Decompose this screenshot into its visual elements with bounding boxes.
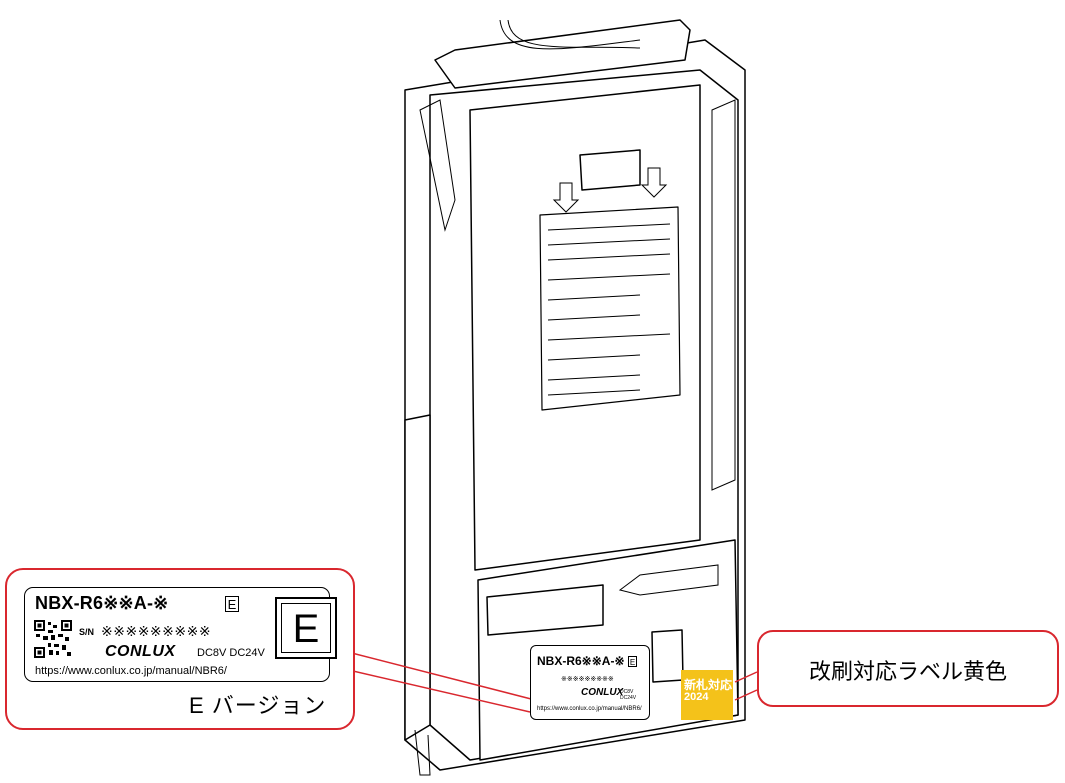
yellow-sticker-line2: 2024 [684,691,709,703]
label-sn-value: ※※※※※※※※※ [101,623,212,639]
qr-code-icon [34,620,72,658]
device-label-url: https://www.conlux.co.jp/manual/NBR6/ [537,706,642,712]
enlarged-e-mark-text: E [281,603,331,653]
device-label-voltage: DC8V DC24V [620,689,637,701]
label-voltage: DC8V DC24V [197,647,265,659]
label-model-number: NBX-R6※※A-※ [35,593,169,613]
device-label-model: NBX-R6※※A-※ [537,654,625,668]
device-model-label: NBX-R6※※A-※ E ※※※※※※※※※ CONLUX DC8V DC24… [530,645,650,720]
e-version-callout: NBX-R6※※A-※ E S/N ※※※※※※※※※ CONLUX DC8V … [5,568,355,730]
enlarged-model-label: NBX-R6※※A-※ E S/N ※※※※※※※※※ CONLUX DC8V … [24,587,330,682]
label-e-mark: E [225,596,239,612]
yellow-label-callout: 改刷対応ラベル黄色 [757,630,1059,707]
device-label-brand: CONLUX [581,687,624,698]
yellow-sticker: 新札対応 2024 [681,670,733,720]
yellow-sticker-line1: 新札対応 [684,678,733,692]
label-sn-caption: S/N [79,627,95,637]
enlarged-e-mark: E [275,597,337,659]
device-label-e-mark: E [628,656,637,667]
e-version-caption: E バージョン [189,693,327,718]
yellow-label-caption: 改刷対応ラベル黄色 [808,659,1007,684]
label-brand-logo: CONLUX [105,643,176,660]
label-url: https://www.conlux.co.jp/manual/NBR6/ [35,665,227,677]
device-label-sn: ※※※※※※※※※ [561,676,614,683]
